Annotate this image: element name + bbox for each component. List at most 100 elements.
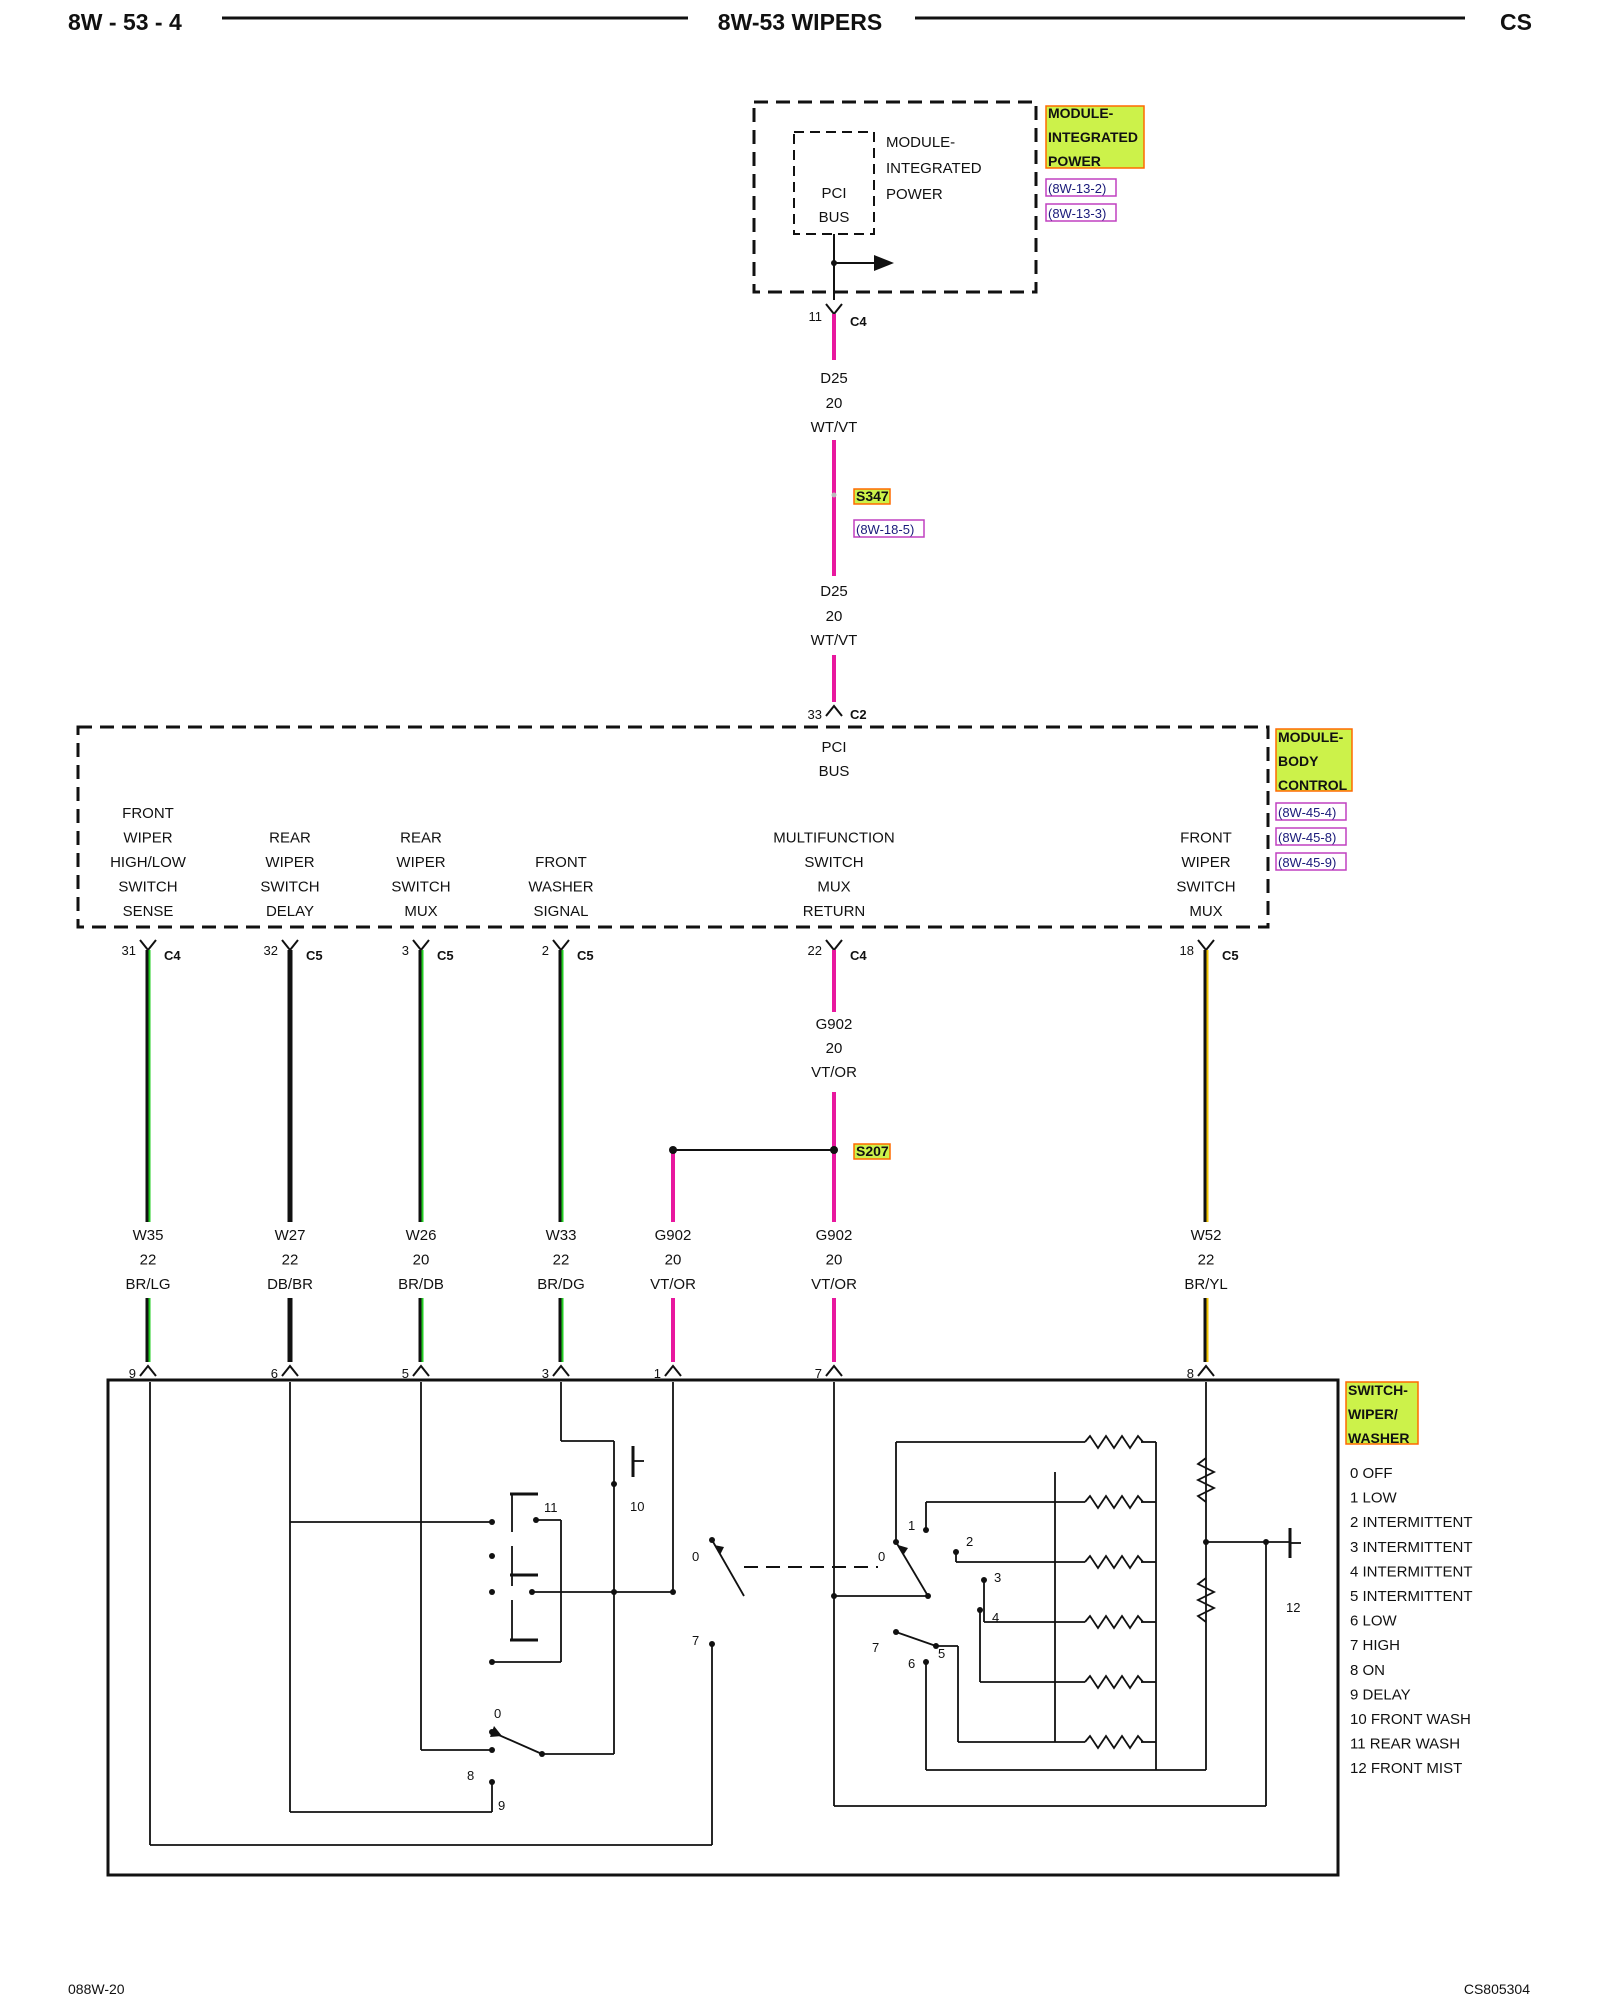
harness-wire-label-line: BR/YL <box>1184 1276 1227 1293</box>
mip-tag-line: INTEGRATED <box>1048 129 1138 145</box>
bcm-circuit-connector: C5 <box>577 948 594 963</box>
bcm-circuit-connector: C5 <box>306 948 323 963</box>
bcm-circuit-label-line: SWITCH <box>118 879 177 896</box>
splice-s207-label: S207 <box>856 1143 889 1159</box>
switch-tag-line: WASHER <box>1348 1430 1409 1446</box>
switch-label-front-wash: 10 <box>630 1499 644 1514</box>
connector-pin-icon <box>664 1364 682 1377</box>
switch-label-rear-off: 0 <box>494 1706 501 1721</box>
harness-wire-label-line: BR/LG <box>125 1276 170 1293</box>
connector-pin-icon <box>825 939 843 952</box>
bcm-tag <box>1275 728 1353 792</box>
switch-box <box>106 1378 1340 1877</box>
bcm-circuit-label-line: MUX <box>404 903 437 920</box>
wire-d25-label: D25 <box>820 370 848 387</box>
splice-s207-tag <box>853 1143 891 1160</box>
switch-label-rear-on: 8 <box>467 1768 474 1783</box>
switch-pin-number: 3 <box>542 1366 549 1381</box>
bcm-connector: C2 <box>850 707 867 722</box>
bcm-box <box>76 725 1270 929</box>
harness-wire-label-line: 22 <box>1198 1252 1215 1269</box>
mip-bus-label: BUS <box>819 209 850 226</box>
bcm-ref-link[interactable]: (8W-45-4) <box>1278 805 1336 820</box>
bcm-circuit-connector: C4 <box>164 948 181 963</box>
mip-module: PCI BUS MODULE- INTEGRATED POWER MODULE-… <box>752 100 1145 300</box>
connector-pin-icon <box>412 939 430 952</box>
mip-title-line: POWER <box>886 186 943 203</box>
wire-d25-gauge: 20 <box>826 395 843 412</box>
connector-pin-icon <box>825 704 843 717</box>
switch-pin-number: 1 <box>654 1366 661 1381</box>
mip-connector: C4 <box>850 314 867 329</box>
switch-label-front-mist: 12 <box>1286 1600 1300 1615</box>
connector-pin-icon <box>139 939 157 952</box>
harness-wire-label-line: BR/DG <box>537 1276 585 1293</box>
legend-item: 10 FRONT WASH <box>1350 1711 1471 1728</box>
mip-ref-link[interactable]: (8W-13-2) <box>1048 181 1106 196</box>
harness-wire-label-line: W35 <box>133 1227 164 1244</box>
switch-label-mux-7: 7 <box>872 1640 879 1655</box>
splice-node <box>830 1146 838 1154</box>
switch-pin-number: 7 <box>815 1366 822 1381</box>
bcm-circuit-label-line: SWITCH <box>391 879 450 896</box>
wire-g902-gauge: 20 <box>826 1040 843 1057</box>
bcm-ref-link[interactable]: (8W-45-9) <box>1278 855 1336 870</box>
bcm-circuit-label-line: MUX <box>1189 903 1222 920</box>
legend-item: 12 FRONT MIST <box>1350 1760 1462 1777</box>
wire-d25-gauge: 20 <box>826 608 843 625</box>
harness-wire-label-line: W27 <box>275 1227 306 1244</box>
bcm-ref-link[interactable]: (8W-45-8) <box>1278 830 1336 845</box>
switch-label-rear-delay: 9 <box>498 1798 505 1813</box>
bcm-bus-label: BUS <box>819 763 850 780</box>
splice-s347-ref-link[interactable]: (8W-18-5) <box>856 522 914 537</box>
legend-item: 7 HIGH <box>1350 1637 1400 1654</box>
connector-pin-icon <box>825 1364 843 1377</box>
wire-g902-label: G902 <box>816 1016 853 1033</box>
bcm-circuit-connector: C5 <box>1222 948 1239 963</box>
harness-wire-label-line: W26 <box>406 1227 437 1244</box>
splice-node <box>669 1146 677 1154</box>
switch-label-mux-2: 2 <box>966 1534 973 1549</box>
mip-ref-link[interactable]: (8W-13-3) <box>1048 206 1106 221</box>
bcm-circuit-label-line: RETURN <box>803 903 866 920</box>
bcm-circuit-label-line: SWITCH <box>1176 879 1235 896</box>
harness-wire-label-line: 20 <box>826 1252 843 1269</box>
mip-tag <box>1045 105 1145 169</box>
switch-tag <box>1345 1381 1419 1445</box>
connector-pin-icon <box>825 303 843 316</box>
bcm-ref-box <box>1275 802 1347 821</box>
page-code: 8W - 53 - 4 <box>68 9 182 35</box>
switch-pin-number: 8 <box>1187 1366 1194 1381</box>
mip-tag-line: POWER <box>1048 153 1101 169</box>
harness-wire-label-line: W52 <box>1191 1227 1222 1244</box>
mip-ref-box <box>1045 203 1117 222</box>
harness-wire-label-line: W33 <box>546 1227 577 1244</box>
bcm-circuit-pin: 32 <box>264 943 278 958</box>
connector-pin-icon <box>1197 939 1215 952</box>
switch-pin-number: 5 <box>402 1366 409 1381</box>
harness-wire-label-line: 20 <box>413 1252 430 1269</box>
bcm-circuit-pin: 31 <box>122 943 136 958</box>
mip-pci-label: PCI <box>821 185 846 202</box>
connector-pin-icon <box>552 1364 570 1377</box>
bcm-circuit-label-line: FRONT <box>122 805 174 822</box>
bcm-pin: 33 <box>808 707 822 722</box>
bcm-circuit-label-line: SWITCH <box>260 879 319 896</box>
switch-label-hl-off: 0 <box>692 1549 699 1564</box>
switch-pin-number: 9 <box>129 1366 136 1381</box>
mip-title-line: MODULE- <box>886 134 955 151</box>
harness-wire-label-line: DB/BR <box>267 1276 313 1293</box>
bcm-circuit-label-line: MUX <box>817 879 850 896</box>
wire-d25-color: WT/VT <box>811 632 858 649</box>
switch-pin-number: 6 <box>271 1366 278 1381</box>
legend-item: 11 REAR WASH <box>1350 1736 1460 1753</box>
bcm-tag-line: BODY <box>1278 753 1319 769</box>
bcm-circuit-label-line: SIGNAL <box>533 903 588 920</box>
switch-tag-line: WIPER/ <box>1348 1406 1398 1422</box>
bcm-circuit-pin: 18 <box>1180 943 1194 958</box>
harness-wire-label-line: VT/OR <box>650 1276 696 1293</box>
bcm-circuit-label-line: WIPER <box>1181 854 1230 871</box>
